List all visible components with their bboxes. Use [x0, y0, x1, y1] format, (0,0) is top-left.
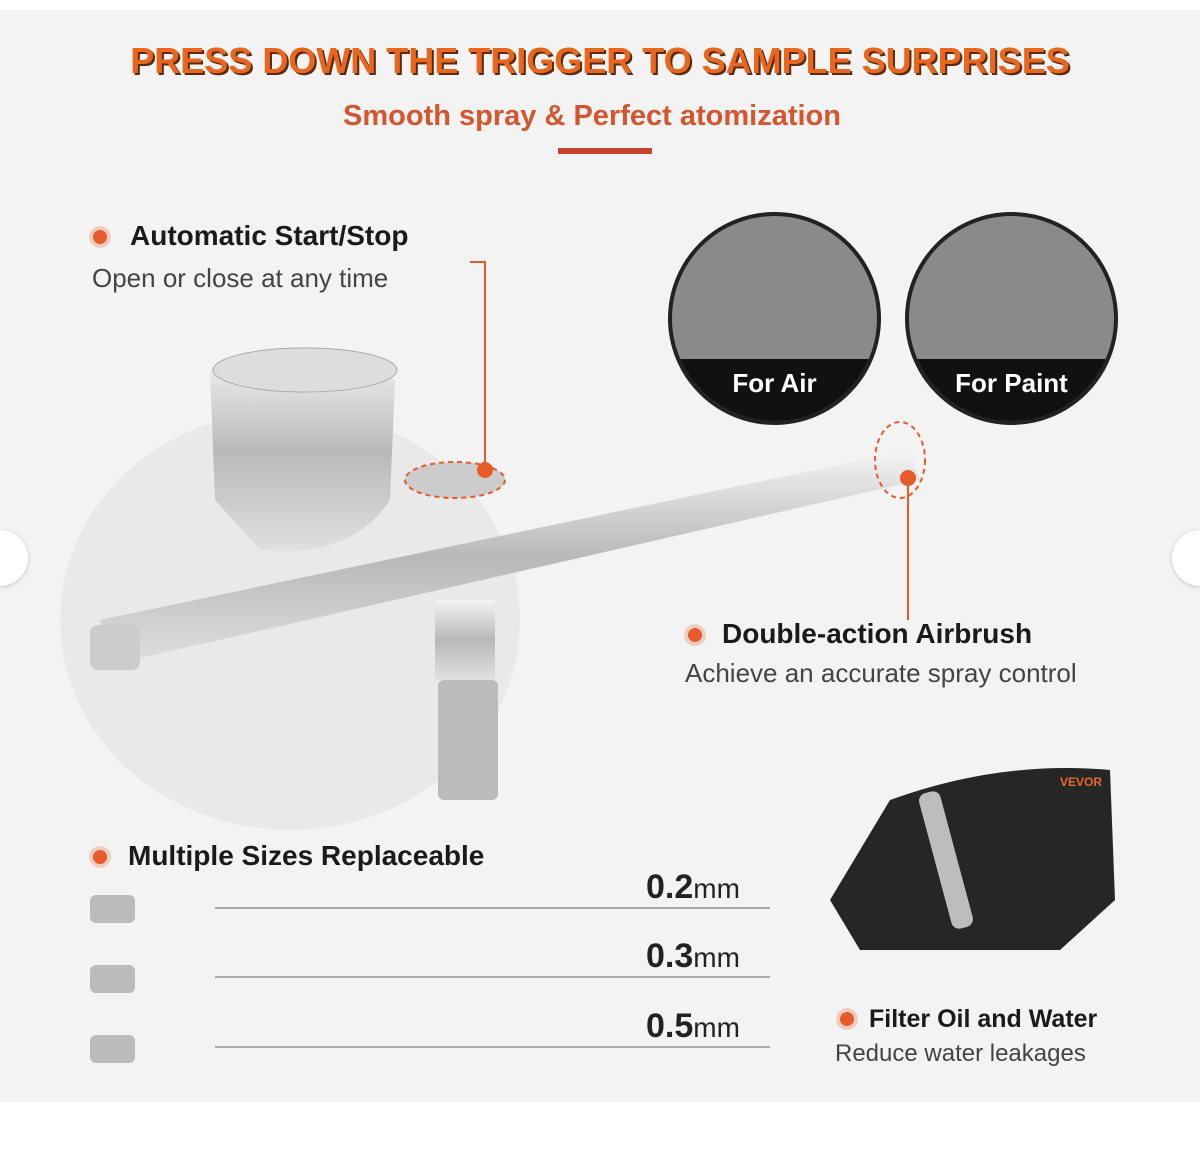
callout-filter-desc: Reduce water leakages: [835, 1040, 1086, 1067]
nozzle-unit: mm: [693, 873, 740, 904]
bullet-icon: [688, 628, 702, 642]
needle: [215, 907, 770, 909]
nozzle-size: 0.3mm: [646, 937, 740, 976]
nozzle-size: 0.5mm: [646, 1007, 740, 1046]
divider: [558, 148, 652, 154]
bullet-icon: [93, 850, 107, 864]
brand-logo: VEVOR: [1060, 775, 1103, 789]
bullet-icon: [93, 230, 107, 244]
nozzle-part: [90, 895, 135, 923]
inset-for-air: For Air: [668, 212, 881, 425]
callout-auto-desc: Open or close at any time: [92, 263, 389, 293]
callout-double-desc: Achieve an accurate spray control: [685, 658, 1077, 688]
nozzle-value: 0.5: [646, 1007, 694, 1045]
subheadline: Smooth spray & Perfect atomization: [343, 100, 841, 132]
nozzle-value: 0.3: [646, 937, 694, 975]
inset-paint-label: For Paint: [909, 359, 1114, 421]
headline: PRESS DOWN THE TRIGGER TO SAMPLE SURPRIS…: [130, 40, 1070, 81]
callout-auto-title: Automatic Start/Stop: [130, 220, 409, 251]
nozzle-unit: mm: [693, 1012, 740, 1043]
callout-filter-title: Filter Oil and Water: [869, 1005, 1098, 1033]
nozzle-part: [90, 965, 135, 993]
callout-double-title: Double-action Airbrush: [722, 618, 1033, 649]
needle: [215, 976, 770, 978]
bullet-icon: [840, 1012, 854, 1026]
callout-sizes-title: Multiple Sizes Replaceable: [128, 840, 485, 871]
inset-for-paint: For Paint: [905, 212, 1118, 425]
inset-air-label: For Air: [672, 359, 877, 421]
nozzle-size: 0.2mm: [646, 868, 740, 907]
nozzle-unit: mm: [693, 942, 740, 973]
nozzle-value: 0.2: [646, 868, 694, 906]
nozzle-part: [90, 1035, 135, 1063]
needle: [215, 1046, 770, 1048]
